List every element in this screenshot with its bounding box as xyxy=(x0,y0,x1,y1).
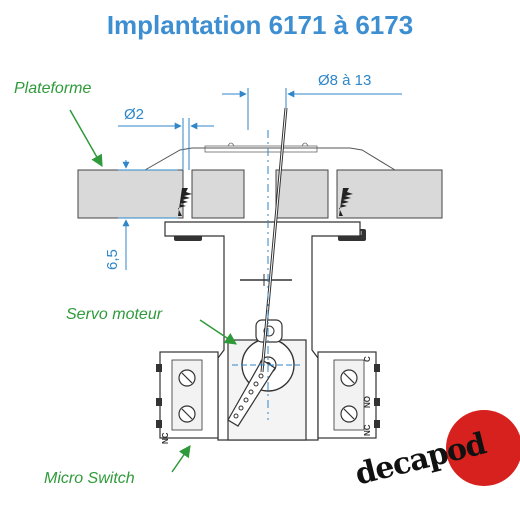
decapod-logo: decapod xyxy=(352,426,516,510)
servo-moteur-label: Servo moteur xyxy=(66,306,163,323)
rod-diameter-dimension xyxy=(222,88,402,130)
micro-switch-label: Micro Switch xyxy=(44,470,135,487)
plateforme-leader xyxy=(69,109,103,168)
brand-name: decapod xyxy=(351,426,490,493)
thickness-text: 6,5 xyxy=(104,249,121,270)
switch-marking-nc-left: NC xyxy=(161,432,170,444)
rod-diameter-text: Ø8 à 13 xyxy=(318,72,372,89)
hole-diameter-dimension xyxy=(118,118,214,170)
left-micro-switch xyxy=(156,351,219,439)
plateforme-label: Plateforme xyxy=(14,80,92,97)
hole-diameter-text: Ø2 xyxy=(124,106,145,123)
thickness-dimension xyxy=(118,160,178,270)
switch-leader xyxy=(171,445,191,473)
switch-marking-c: C xyxy=(363,356,372,362)
switch-marking-nc-right: NC xyxy=(363,424,372,436)
servo xyxy=(227,319,307,441)
right-micro-switch xyxy=(317,351,380,439)
servo-leader xyxy=(199,319,237,345)
brand-red-dot xyxy=(446,410,520,486)
diagram-title: Implantation 6171 à 6173 xyxy=(106,10,414,40)
platform xyxy=(77,142,443,219)
switch-marking-no: NO xyxy=(363,396,372,408)
